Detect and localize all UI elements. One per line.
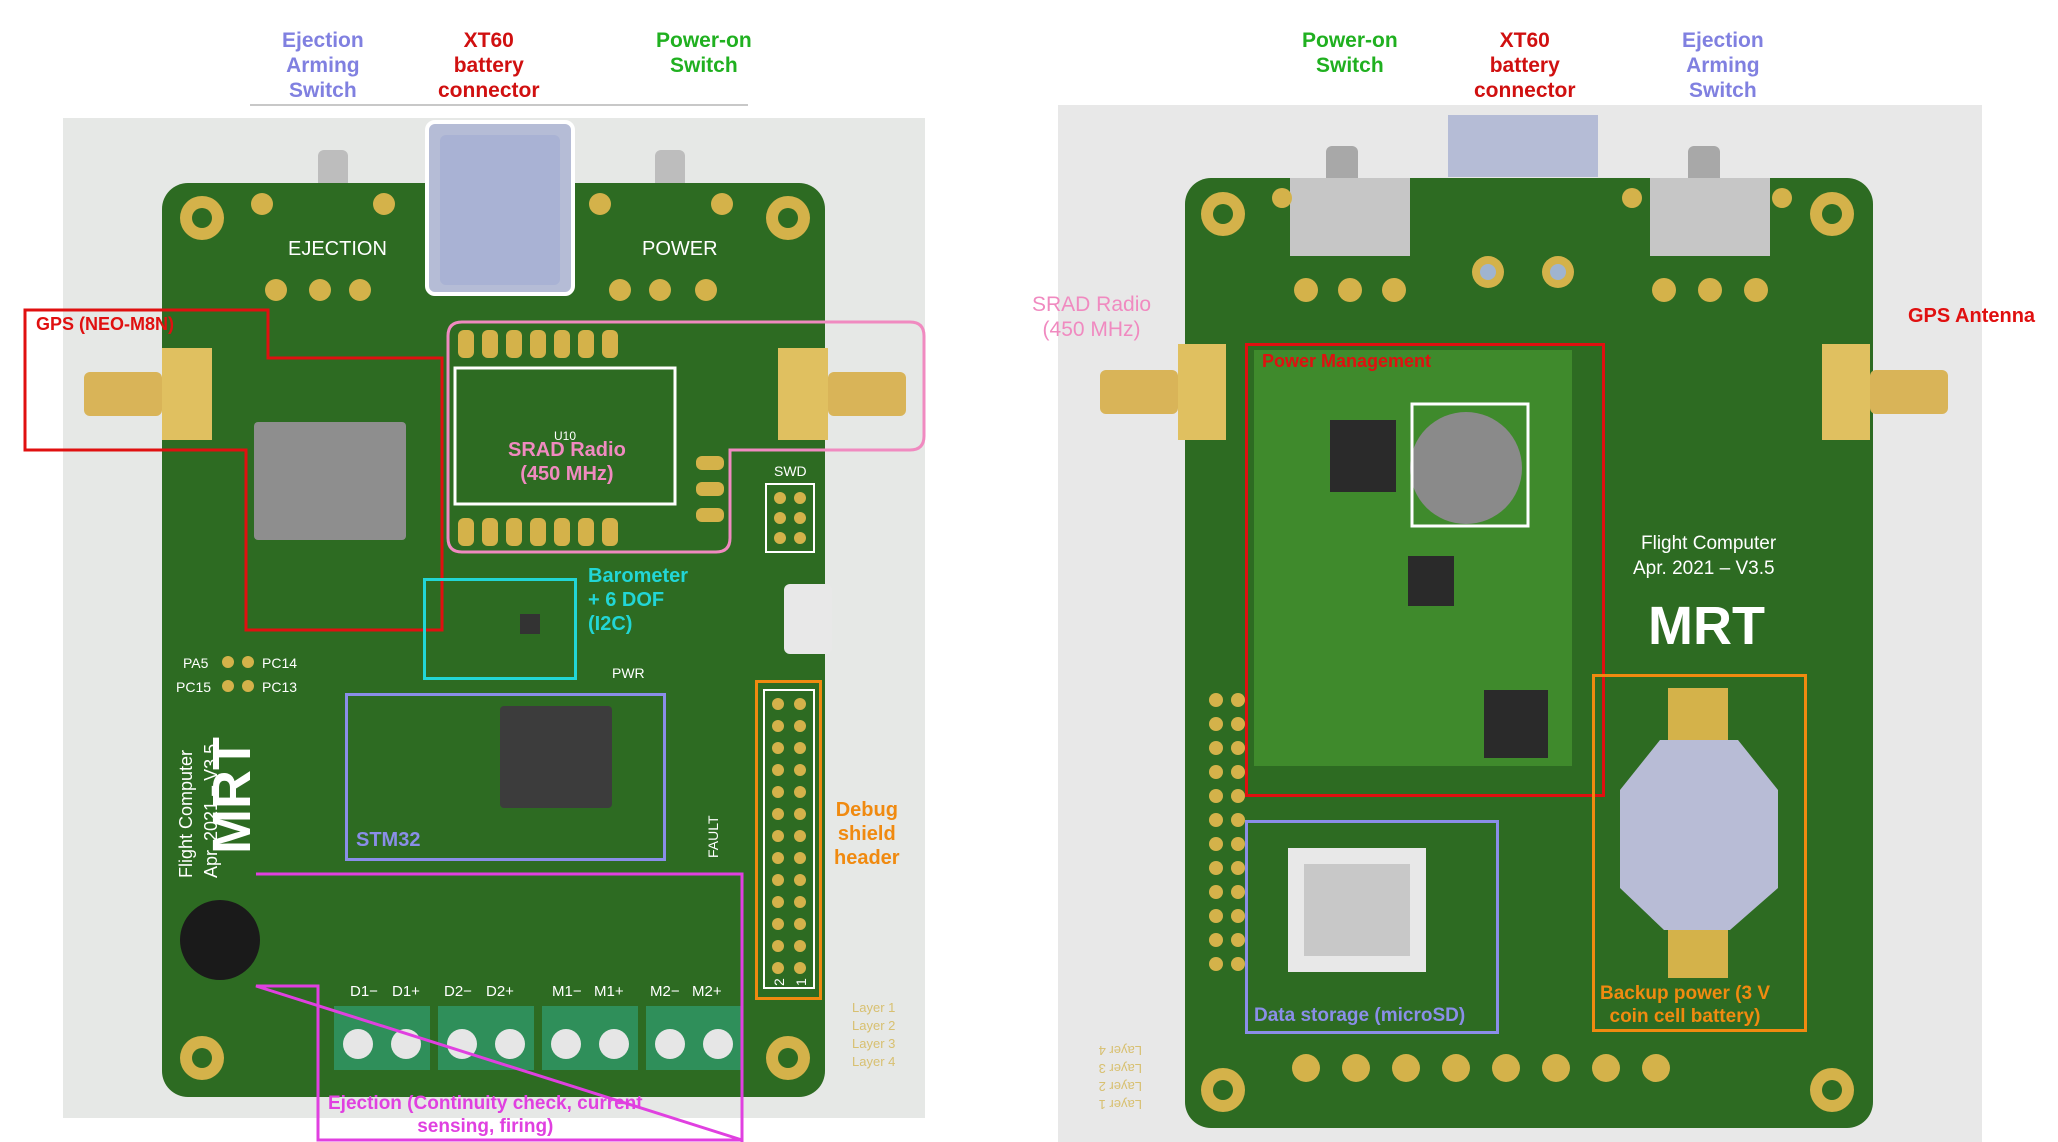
front-silk-flight-computer: Flight Computer Apr. 2021 – V3.5 [176, 744, 221, 878]
front-silk-fault: FAULT [705, 815, 721, 858]
back-power-management-box [1245, 343, 1605, 797]
back-silk-flight-computer: Flight Computer [1641, 533, 1777, 554]
front-layer-legend: Layer 1 Layer 2 Layer 3 Layer 4 [852, 1000, 895, 1069]
front-label-xt60: XT60 battery connector [438, 29, 540, 102]
back-label-gps-antenna: GPS Antenna [1908, 305, 2036, 327]
back-data-storage-label: Data storage (microSD) [1254, 1005, 1466, 1026]
front-silk-ejection: EJECTION [288, 238, 387, 260]
front-debug-label: Debug shield header [834, 799, 900, 869]
back-radio-sma [1100, 344, 1226, 440]
back-label-radio: SRAD Radio (450 MHz) [1032, 293, 1152, 341]
back-chip-ic1 [1408, 556, 1454, 606]
back-side-header [1209, 693, 1245, 971]
svg-text:Layer 4: Layer 4 [852, 1054, 895, 1069]
front-barometer-box [423, 578, 577, 680]
back-label-ejection-switch: Ejection Arming Switch [1682, 29, 1764, 102]
front-debug-box [755, 680, 822, 1000]
svg-text:Layer 3: Layer 3 [852, 1036, 895, 1051]
svg-text:Flight Computer: Flight Computer [176, 750, 196, 878]
back-bottom-pads [1292, 1054, 1670, 1082]
back-label-xt60: XT60 battery connector [1474, 29, 1576, 102]
svg-text:Layer 2: Layer 2 [1099, 1079, 1142, 1094]
front-ejection-switch [318, 150, 348, 190]
front-stm32-label: STM32 [356, 829, 421, 851]
front-buzzer [180, 900, 260, 980]
front-power-switch [655, 150, 685, 190]
back-microsd-slot [1288, 848, 1426, 972]
back-label-power-switch: Power-on Switch [1302, 29, 1398, 77]
back-layer-legend: Layer 1 Layer 2 Layer 3 Layer 4 [1099, 1043, 1142, 1112]
back-backup-power-box [1592, 674, 1807, 1032]
front-silk-pa5: PA5 [183, 655, 209, 671]
back-gps-sma [1822, 344, 1948, 440]
svg-text:Layer 1: Layer 1 [852, 1000, 895, 1015]
svg-text:Apr. 2021 – V3.5: Apr. 2021 – V3.5 [201, 744, 221, 878]
back-inductor [1410, 412, 1522, 524]
svg-text:Layer 2: Layer 2 [852, 1018, 895, 1033]
front-gpio-pads [222, 656, 254, 692]
front-radio-label: SRAD Radio (450 MHz) [508, 439, 626, 485]
front-silk-pc14: PC14 [262, 655, 297, 671]
back-xt60-connector [1448, 115, 1598, 177]
back-coin-cell-holder [1620, 688, 1778, 978]
front-silk-pc15: PC15 [176, 679, 211, 695]
back-silk-version: Apr. 2021 – V3.5 [1633, 558, 1775, 579]
back-power-management-label: Power Management [1262, 351, 1432, 371]
front-label-power-switch: Power-on Switch [656, 29, 752, 77]
back-regulator-d10 [1330, 420, 1396, 492]
front-stm32-box [345, 693, 666, 861]
back-regulator-u6 [1484, 690, 1548, 758]
back-silk-mrt-logo: MRT [1648, 596, 1765, 656]
front-debug-header [763, 689, 815, 989]
svg-text:Layer 1: Layer 1 [1099, 1097, 1142, 1112]
front-silk-header-1: 1 [793, 978, 809, 986]
front-label-ejection-switch: Ejection Arming Switch [282, 29, 364, 102]
front-gps-label: GPS (NEO-M8N) [36, 314, 175, 334]
front-silk-power: POWER [642, 238, 718, 260]
back-data-storage-box [1245, 820, 1499, 1034]
front-silk-header-2: 2 [771, 978, 787, 986]
svg-text:Layer 3: Layer 3 [1099, 1061, 1142, 1076]
front-barometer-label: Barometer + 6 DOF (I2C) [588, 565, 689, 635]
front-stm32-chip [500, 706, 612, 808]
front-silk-pwr: PWR [612, 665, 645, 681]
svg-text:Layer 4: Layer 4 [1099, 1043, 1142, 1058]
front-baro-chip [520, 614, 540, 634]
front-ejection-label: Ejection (Continuity check, current sens… [328, 1093, 643, 1137]
front-silk-pc13: PC13 [262, 679, 297, 695]
front-usb-connector [784, 584, 832, 654]
front-silk-mrt-logo: MRT [202, 737, 262, 854]
back-backup-power-label: Backup power (3 V coin cell battery) [1600, 983, 1770, 1027]
